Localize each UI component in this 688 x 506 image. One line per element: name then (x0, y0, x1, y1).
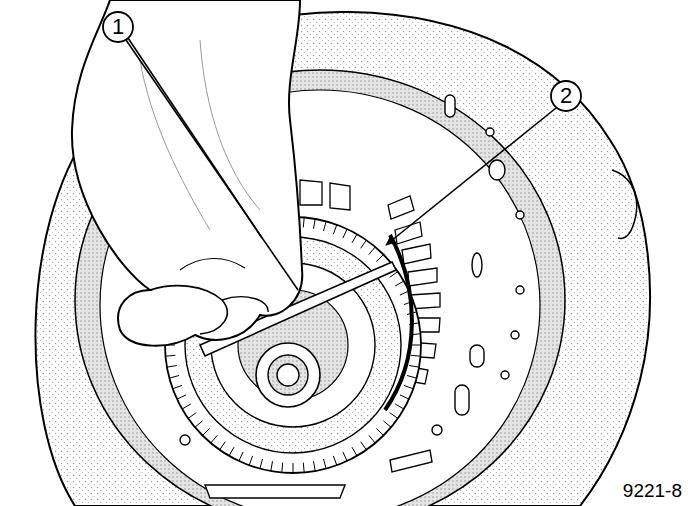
gear-tooth (324, 221, 327, 231)
gear-tooth (395, 404, 404, 409)
hub (256, 343, 320, 407)
gear-tooth (383, 421, 391, 428)
gear-tooth (249, 456, 252, 465)
gear-tooth (390, 413, 398, 419)
gear-tooth (333, 456, 336, 465)
callout-number: 1 (112, 16, 124, 38)
gear-tooth (400, 395, 409, 399)
gear-tooth (182, 404, 191, 409)
gear-tooth (293, 463, 294, 473)
gear-tooth (361, 240, 367, 248)
gear-tooth (167, 366, 177, 368)
figure-number: 9221-8 (623, 481, 682, 500)
gear-tooth (369, 435, 376, 443)
callout-circle (551, 81, 581, 111)
gear-tooth (376, 255, 383, 262)
gear-tooth (314, 219, 316, 229)
gear-tooth (281, 463, 283, 473)
gear-tooth (220, 442, 226, 450)
gear-tooth (169, 376, 179, 379)
gear-tooth (188, 413, 196, 419)
callout-number: 2 (560, 85, 572, 107)
leader-line (386, 108, 556, 245)
gear-tooth (352, 447, 357, 456)
gear-tooth (343, 452, 347, 461)
gear-tooth (352, 234, 357, 243)
gear-tooth (271, 461, 273, 471)
gear-tooth (376, 428, 383, 435)
gear-tooth (303, 463, 305, 473)
gear-tooth (343, 229, 347, 238)
leader-line (126, 40, 298, 290)
gear-tooth (324, 459, 327, 469)
gear-tooth (411, 345, 421, 346)
gear-tooth (173, 385, 182, 388)
gear-tooth (239, 452, 243, 461)
gear-tooth (229, 447, 234, 456)
gear-tooth (260, 459, 263, 469)
gear-tooth (361, 442, 367, 450)
gear-tooth (303, 218, 305, 228)
gear-tooth (369, 247, 376, 255)
snap-ring (385, 235, 412, 410)
gear-tooth (203, 428, 210, 435)
leader-line (128, 38, 262, 238)
gear-tooth (404, 385, 413, 388)
gear-tooth (411, 355, 421, 357)
gear-tooth (409, 366, 419, 368)
gear-tooth (395, 281, 404, 286)
gear-tooth (333, 225, 336, 234)
callout-circle (103, 12, 133, 42)
hand (72, 0, 302, 346)
gear-tooth (195, 421, 203, 428)
gear-tooth (314, 461, 316, 471)
gear-tooth (211, 435, 218, 443)
gear-tooth (166, 355, 176, 357)
gear-tooth (177, 395, 186, 399)
gear-tooth (407, 376, 417, 379)
